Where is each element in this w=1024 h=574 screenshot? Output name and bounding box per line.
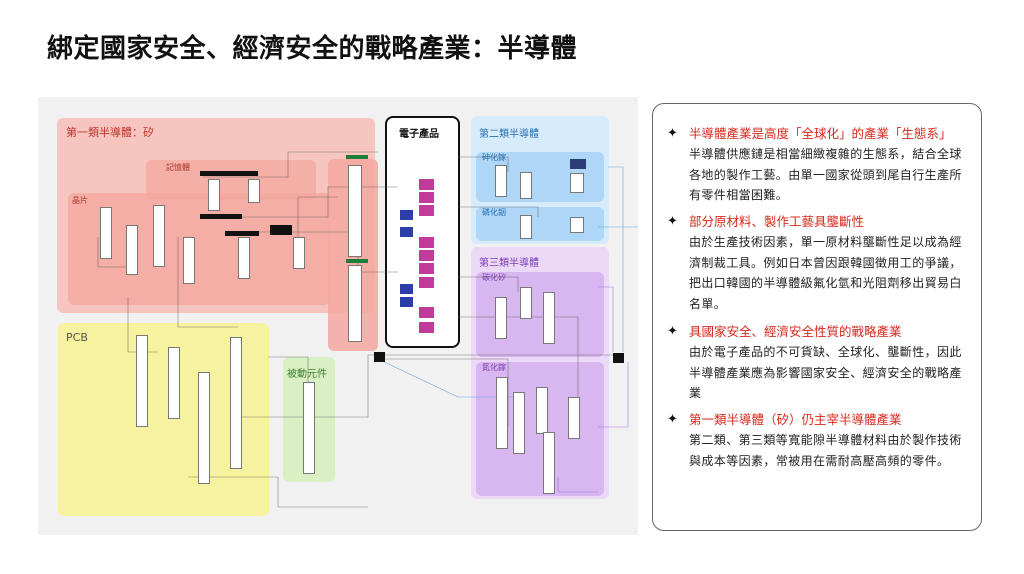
star-bullet-icon: ✦ — [667, 324, 678, 339]
node-column — [543, 432, 555, 494]
node-magenta — [419, 192, 434, 203]
node-magenta — [419, 307, 434, 318]
node-column — [293, 237, 305, 269]
node-column — [570, 159, 586, 169]
node-column — [248, 179, 260, 203]
node-bar — [200, 171, 258, 176]
supply-chain-diagram: 第一類半導體：矽 記憶體 晶片 PCB 被動元件 電子產品 第二類半導體 砷化鎵… — [38, 97, 638, 535]
node-magenta — [419, 250, 434, 261]
node-column — [136, 335, 148, 427]
node-bar — [270, 225, 292, 235]
node-column — [536, 387, 548, 434]
node-bar — [346, 155, 368, 159]
node-column — [520, 215, 532, 239]
node-column — [208, 179, 220, 211]
node-column — [520, 287, 532, 319]
node-bar — [613, 353, 624, 363]
node-column — [520, 172, 532, 199]
node-column — [495, 297, 507, 339]
node-column — [153, 205, 165, 267]
region-wafer-label: 晶片 — [72, 196, 88, 205]
bullet-heading: 部分原材料、製作工藝具壟斷性 — [689, 214, 865, 229]
region-silicon-label: 第一類半導體：矽 — [66, 126, 154, 139]
region-pcb-label: PCB — [66, 331, 88, 344]
bullet-item: ✦ 具國家安全、經濟安全性質的戰略產業 由於電子產品的不可貨缺、全球化、壟斷性，… — [667, 322, 969, 404]
node-magenta — [419, 263, 434, 274]
node-column — [568, 397, 580, 439]
node-blue — [400, 227, 413, 237]
star-bullet-icon: ✦ — [667, 214, 678, 229]
node-column — [495, 165, 507, 197]
node-bar — [374, 352, 385, 362]
bullet-text: 由於電子產品的不可貨缺、全球化、壟斷性，因此半導體產業應為影響國家安全、經濟安全… — [689, 345, 962, 400]
node-column — [198, 372, 210, 484]
node-column — [100, 207, 112, 259]
bullet-text: 由於生產技術因素，單一原材料壟斷性足以成為經濟制裁工具。例如日本曾因跟韓國徵用工… — [689, 235, 962, 311]
bullet-heading: 半導體產業是高度「全球化」的產業「生態系」 — [689, 126, 952, 141]
region-gan-label: 氮化鎵 — [482, 363, 506, 372]
region-passive-label: 被動元件 — [287, 369, 327, 380]
region-inp-label: 磷化銦 — [482, 208, 506, 217]
bullet-text: 半導體供應鏈是相當細緻複雜的生態系，結合全球各地的製作工藝。由單一國家從頭到尾自… — [689, 147, 962, 202]
node-magenta — [419, 322, 434, 333]
page-title: 綁定國家安全、經濟安全的戰略產業：半導體 — [47, 34, 578, 64]
node-column — [513, 392, 525, 454]
region-memory-label: 記憶體 — [166, 163, 190, 172]
node-magenta — [419, 179, 434, 190]
node-bar — [225, 231, 259, 236]
region-gaas-label: 砷化鎵 — [482, 153, 506, 162]
node-column — [168, 347, 180, 419]
node-column — [303, 382, 315, 474]
bullet-item: ✦ 半導體產業是高度「全球化」的產業「生態系」 半導體供應鏈是相當細緻複雜的生態… — [667, 124, 969, 206]
node-column — [348, 165, 362, 257]
node-column — [348, 265, 362, 342]
node-magenta — [419, 237, 434, 248]
bullet-item: ✦ 第一類半導體（矽）仍主宰半導體產業 第二類、第三類等寬能隙半導體材料由於製作… — [667, 410, 969, 471]
region-second-label: 第二類半導體 — [479, 129, 539, 140]
info-panel: ✦ 半導體產業是高度「全球化」的產業「生態系」 半導體供應鏈是相當細緻複雜的生態… — [652, 103, 982, 531]
node-column — [183, 237, 195, 284]
bullet-item: ✦ 部分原材料、製作工藝具壟斷性 由於生產技術因素，單一原材料壟斷性足以成為經濟… — [667, 212, 969, 314]
bullet-heading: 具國家安全、經濟安全性質的戰略產業 — [689, 324, 902, 339]
node-blue — [400, 284, 413, 294]
node-column — [126, 225, 138, 275]
star-bullet-icon: ✦ — [667, 412, 678, 427]
region-electronics-label: 電子產品 — [399, 129, 439, 140]
node-column — [496, 377, 508, 449]
node-magenta — [419, 205, 434, 216]
star-bullet-icon: ✦ — [667, 126, 678, 141]
region-third-label: 第三類半導體 — [479, 258, 539, 269]
node-blue — [400, 297, 413, 307]
node-column — [570, 173, 584, 193]
bullet-text: 第二類、第三類等寬能隙半導體材料由於製作技術與成本等因素，常被用在需耐高壓高頻的… — [689, 433, 962, 468]
node-blue — [400, 210, 413, 220]
node-bar — [346, 259, 368, 263]
node-magenta — [419, 277, 434, 288]
region-sic-label: 碳化矽 — [482, 273, 506, 282]
node-column — [238, 237, 250, 279]
node-column — [230, 337, 242, 469]
node-column — [543, 292, 555, 344]
bullet-heading: 第一類半導體（矽）仍主宰半導體產業 — [689, 412, 902, 427]
node-column — [570, 217, 584, 233]
node-bar — [200, 214, 242, 219]
